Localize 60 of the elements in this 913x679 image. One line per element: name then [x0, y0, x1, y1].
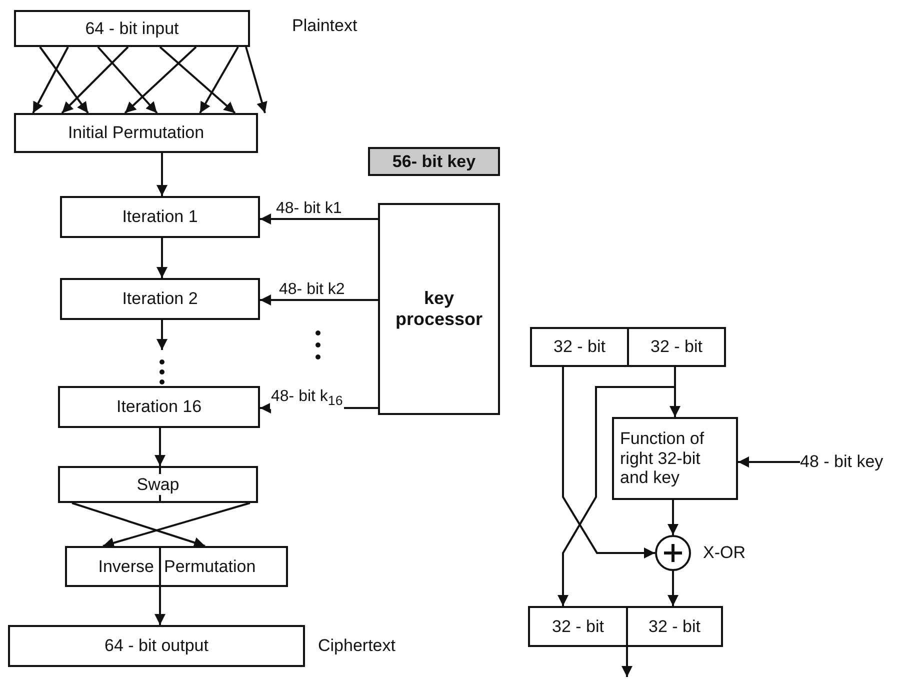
process-box: [60, 278, 260, 320]
process-box: [60, 196, 260, 238]
arrow: [159, 46, 236, 114]
arrow: [668, 500, 678, 535]
box-label: 32 - bit: [650, 337, 702, 357]
arrow: [199, 46, 239, 114]
arrow: [668, 571, 678, 606]
box-label: Function of right 32-bit and key: [620, 429, 706, 488]
box-label: Iteration 16: [116, 397, 202, 417]
arrow: [156, 320, 168, 350]
box-label: 56- bit key: [392, 152, 476, 172]
process-box: [65, 546, 288, 587]
annotation-label: X-OR: [703, 543, 746, 563]
arrow: [124, 46, 197, 114]
box-label: Iteration 2: [122, 289, 198, 309]
arrow: [558, 367, 676, 606]
arrow: [154, 587, 166, 625]
box-label: 32 - bit: [648, 616, 700, 636]
register-box: [530, 327, 629, 367]
process-box: [8, 625, 305, 667]
process-box: [58, 386, 260, 428]
arrow: [61, 46, 129, 114]
arrow: [72, 502, 206, 548]
arrow: [622, 647, 632, 677]
box-label: 64 - bit output: [104, 636, 208, 656]
arrow: [562, 367, 655, 558]
arrow: [156, 153, 168, 196]
arrow: [245, 46, 268, 114]
annotation-label: Ciphertext: [318, 636, 396, 656]
box-label: Iteration 1: [122, 207, 198, 227]
arrow: [97, 46, 158, 114]
annotation-label: Plaintext: [292, 16, 358, 36]
box-label: 32 - bit: [552, 616, 604, 636]
arrow: [738, 456, 800, 468]
box-label: 64 - bit input: [85, 18, 179, 38]
processor-box: [378, 203, 500, 415]
box-label: 48 - bit key: [800, 452, 884, 472]
arrow: [102, 502, 250, 548]
register-box: [626, 606, 723, 647]
process-box: [14, 113, 258, 153]
process-box: [58, 466, 258, 503]
arrow: [156, 238, 168, 278]
process-box: [14, 10, 250, 47]
box-label: Permutation: [164, 556, 256, 576]
box-label: Inverse: [98, 556, 154, 576]
register-box: [627, 327, 726, 367]
arrow: [260, 214, 378, 224]
arrow: [39, 46, 89, 114]
arrow: [32, 46, 69, 114]
edge-label: 48- bit k$_{16}$: [270, 388, 344, 409]
key-box: [368, 147, 500, 176]
register-box: [528, 606, 628, 647]
box-label: 32 - bit: [554, 337, 606, 357]
arrow: [260, 294, 378, 306]
box-label: Swap: [136, 474, 180, 494]
xor-circle: [655, 535, 691, 571]
function-box: [612, 417, 738, 500]
box-label: key processor: [394, 288, 484, 330]
box-label: Initial Permutation: [68, 123, 204, 143]
arrow: [154, 428, 166, 466]
